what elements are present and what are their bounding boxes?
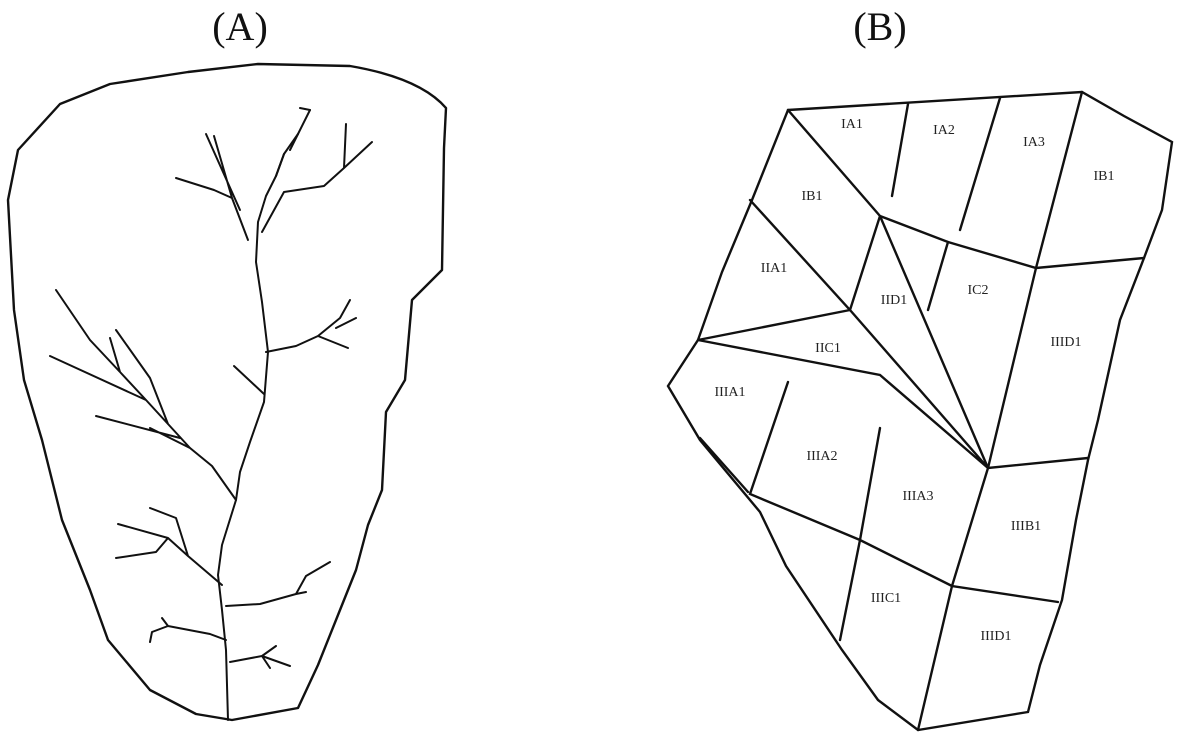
zone-label-iiib1: IIIB1 (1011, 519, 1041, 534)
zone-label-iiid1-bottom: IIID1 (980, 629, 1011, 644)
panel-b: (B) IA1 IA2 IA3 IB1 IB1 IIA1 IID1 IC2 II… (666, 4, 1174, 732)
tributary-mid-right (233, 299, 357, 395)
watershed-boundary (6, 62, 448, 722)
grid-radial-lines (696, 108, 1146, 470)
tributary-lower-right (225, 561, 331, 607)
zone-label-iid1: IID1 (881, 293, 907, 308)
grid-boundary (666, 90, 1174, 732)
main-channel (217, 109, 311, 721)
panel-b-label: (B) (853, 4, 906, 49)
zone-label-ib1-right: IB1 (1094, 169, 1115, 184)
zone-grid (666, 90, 1174, 732)
grid-top-dividers (890, 90, 1084, 312)
tributary-upper-right (275, 107, 311, 177)
grid-lower-dividers (698, 380, 954, 642)
zone-label-ia3: IA3 (1023, 135, 1045, 150)
tributary-upper-right-fork (261, 123, 373, 233)
tributary-lower-left (115, 507, 223, 586)
zone-label-iiid1-right: IIID1 (1050, 335, 1081, 350)
zone-label-iiic1: IIIC1 (871, 591, 901, 606)
panel-a: (A) (6, 4, 448, 722)
tributary-bottom-left (149, 617, 227, 643)
zone-labels: IA1 IA2 IA3 IB1 IB1 IIA1 IID1 IC2 IIC1 I… (714, 117, 1114, 644)
zone-label-iiia3: IIIA3 (902, 489, 933, 504)
zone-label-ib1-left: IB1 (802, 189, 823, 204)
zone-label-iic1: IIC1 (815, 341, 841, 356)
zone-label-iiia1: IIIA1 (714, 385, 745, 400)
zone-label-ia1: IA1 (841, 117, 863, 132)
tributary-bottom-right (229, 645, 291, 669)
zone-label-iiia2: IIIA2 (806, 449, 837, 464)
tributary-left-main (49, 289, 237, 501)
zone-label-ia2: IA2 (933, 123, 955, 138)
stream-network (49, 107, 373, 721)
tributary-upper-left (175, 133, 249, 241)
panel-a-label: (A) (212, 4, 268, 49)
zone-label-ic2: IC2 (968, 283, 989, 298)
zone-label-iia1: IIA1 (761, 261, 787, 276)
